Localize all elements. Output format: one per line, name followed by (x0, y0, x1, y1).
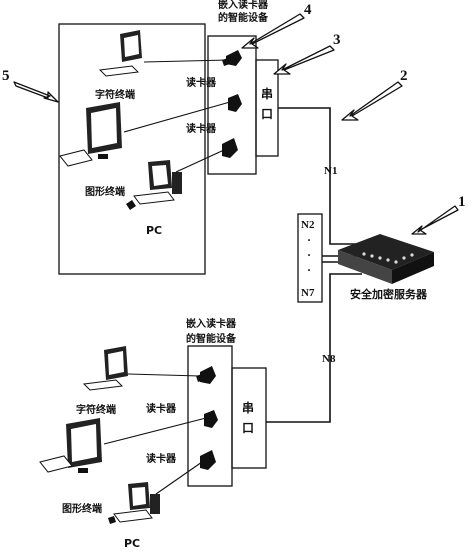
card-reader-icon (222, 50, 242, 66)
bottom-serial-port-box (231, 367, 267, 469)
top-card-reader-label-b: 读卡器 (186, 122, 217, 135)
bottom-card-reader-label-b: 读卡器 (146, 452, 177, 465)
callout-arrow-3 (273, 45, 335, 75)
graphic-terminal-icon (39, 418, 102, 473)
bottom-char-terminal-label: 字符终端 (76, 403, 116, 416)
node-dot: · (307, 263, 311, 277)
top-serial-label-2: 口 (261, 107, 273, 121)
pc-icon (108, 482, 160, 524)
bottom-smart-device-label-2: 的智能设备 (186, 332, 237, 345)
server-label: 安全加密服务器 (350, 287, 428, 301)
connection-line (155, 461, 203, 495)
bottom-smart-device-label-1: 嵌入读卡器 (186, 317, 237, 330)
top-card-reader-label-a: 读卡器 (186, 76, 217, 89)
top-smart-device-label-2: 的智能设备 (218, 11, 269, 24)
callout-number-1: 1 (458, 194, 466, 210)
connection-line (123, 101, 231, 133)
card-reader-icon (204, 410, 218, 428)
node-label-n2: N2 (301, 219, 315, 231)
card-reader-icon (228, 94, 242, 112)
callout-arrow-5 (13, 81, 59, 103)
connection-line (143, 59, 229, 63)
callout-arrow-1 (411, 205, 459, 235)
callout-number-2: 2 (400, 68, 408, 84)
bottom-serial-label-1: 串 (242, 400, 254, 415)
character-terminal-icon (98, 30, 142, 77)
node-list-box (297, 213, 323, 303)
callout-number-5: 5 (2, 68, 10, 84)
node-label-n7: N7 (301, 287, 315, 299)
card-reader-icon (200, 450, 216, 470)
top-graphic-terminal-label: 图形终端 (85, 185, 125, 198)
bottom-card-reader-label-a: 读卡器 (146, 402, 177, 415)
top-terminal-group-box (58, 23, 206, 275)
card-reader-icon (196, 366, 216, 384)
pc-icon (126, 160, 182, 210)
callout-number-4: 4 (304, 2, 312, 18)
callout-number-3: 3 (333, 32, 341, 48)
graphic-terminal-icon (59, 102, 122, 167)
card-reader-icon (222, 138, 238, 158)
bottom-graphic-terminal-label: 图形终端 (62, 502, 102, 515)
top-smart-device-label-1: 嵌入读卡器 (218, 0, 269, 11)
connection-line (103, 417, 207, 445)
callout-arrow-4 (241, 13, 305, 49)
character-terminal-icon (82, 346, 128, 391)
top-serial-label-1: 串 (261, 86, 273, 101)
bottom-serial-label-2: 口 (242, 421, 254, 435)
node-label-n1: N1 (324, 165, 337, 177)
callout-arrow-2 (341, 81, 403, 121)
network-cable-n8 (266, 273, 362, 423)
connection-line (127, 373, 201, 377)
node-dot: · (307, 248, 311, 262)
network-cable-n1 (278, 107, 362, 245)
security-server-icon (338, 234, 434, 284)
top-char-terminal-label: 字符终端 (95, 88, 135, 101)
node-label-n8: N8 (322, 353, 336, 365)
node-dot: · (307, 233, 311, 247)
top-pc-label: PC (146, 224, 162, 237)
connection-line (175, 149, 225, 173)
bottom-pc-label: PC (124, 537, 140, 550)
